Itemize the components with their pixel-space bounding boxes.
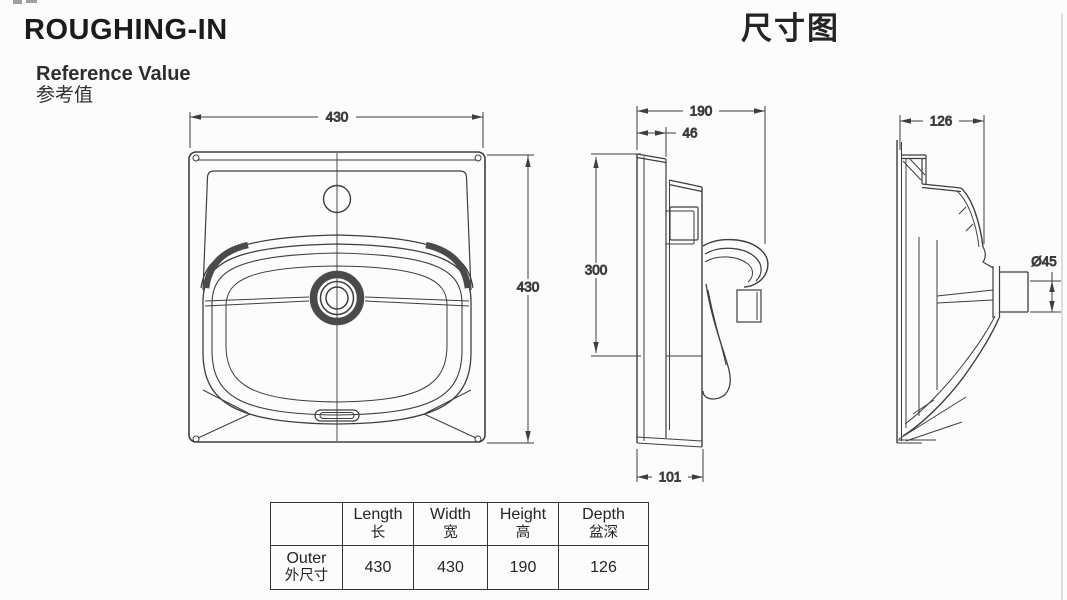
row-header-outer-en: Outer (286, 549, 327, 567)
side-view-dimensions: 190 46 300 101 (578, 103, 766, 485)
table-corner-cell (270, 502, 343, 546)
cell-outer-height: 190 (487, 545, 559, 590)
cell-outer-length: 430 (342, 545, 414, 590)
section-view (896, 140, 1029, 444)
col-header-width: Width 宽 (413, 502, 488, 546)
side-view (636, 153, 769, 448)
dim-front-width: 430 (326, 110, 349, 125)
col-header-length-en: Length (353, 506, 403, 524)
table-header-row: Length 长 Width 宽 Height 高 Depth 盆深 (270, 502, 649, 546)
row-header-outer: Outer 外尺寸 (270, 545, 343, 590)
col-header-depth-en: Depth (582, 506, 625, 524)
col-header-length-zh: 长 (370, 524, 386, 541)
dim-side-height: 300 (585, 263, 608, 278)
scan-artifact (13, 0, 37, 4)
cell-outer-width: 430 (413, 545, 488, 590)
row-header-outer-zh: 外尺寸 (284, 568, 329, 585)
overflow-box (665, 210, 695, 245)
drain-trap-stub (736, 289, 762, 323)
page-title-zh: 尺寸图 (741, 11, 840, 46)
col-header-height-zh: 高 (515, 524, 531, 541)
faucet-hole (322, 184, 352, 214)
dim-side-wall-offset: 46 (682, 126, 697, 141)
dimension-table: Length 长 Width 宽 Height 高 Depth 盆深 Outer… (270, 502, 649, 590)
col-header-depth: Depth 盆深 (558, 502, 649, 546)
col-header-length: Length 长 (342, 502, 414, 546)
page-edge-line (1061, 13, 1063, 600)
front-view (188, 151, 486, 443)
section-view-dimensions: 126 Ø45 (899, 113, 1064, 313)
dim-side-base-depth: 101 (659, 470, 682, 485)
dim-side-depth: 190 (690, 104, 713, 119)
front-view-dimensions: 430 430 (189, 109, 546, 444)
dim-section-depth: 126 (930, 114, 953, 129)
col-header-width-zh: 宽 (443, 524, 458, 541)
drain-pipe (999, 271, 1029, 313)
overflow-slot (314, 409, 360, 422)
dim-front-height: 430 (517, 280, 540, 295)
reference-value-label-zh: 参考值 (36, 85, 94, 106)
page-title: ROUGHING-IN (24, 14, 228, 46)
col-header-height: Height 高 (487, 502, 559, 546)
col-header-width-en: Width (430, 506, 471, 524)
col-header-height-en: Height (499, 506, 547, 524)
overflow-box-front (669, 206, 699, 241)
dim-drain-diameter: Ø45 (1031, 254, 1057, 269)
drain-hole (309, 270, 365, 326)
table-row-outer: Outer 外尺寸 430 430 190 126 (270, 545, 649, 590)
cell-outer-depth: 126 (558, 545, 649, 590)
reference-value-label: Reference Value (36, 63, 191, 85)
col-header-depth-zh: 盆深 (589, 524, 618, 541)
